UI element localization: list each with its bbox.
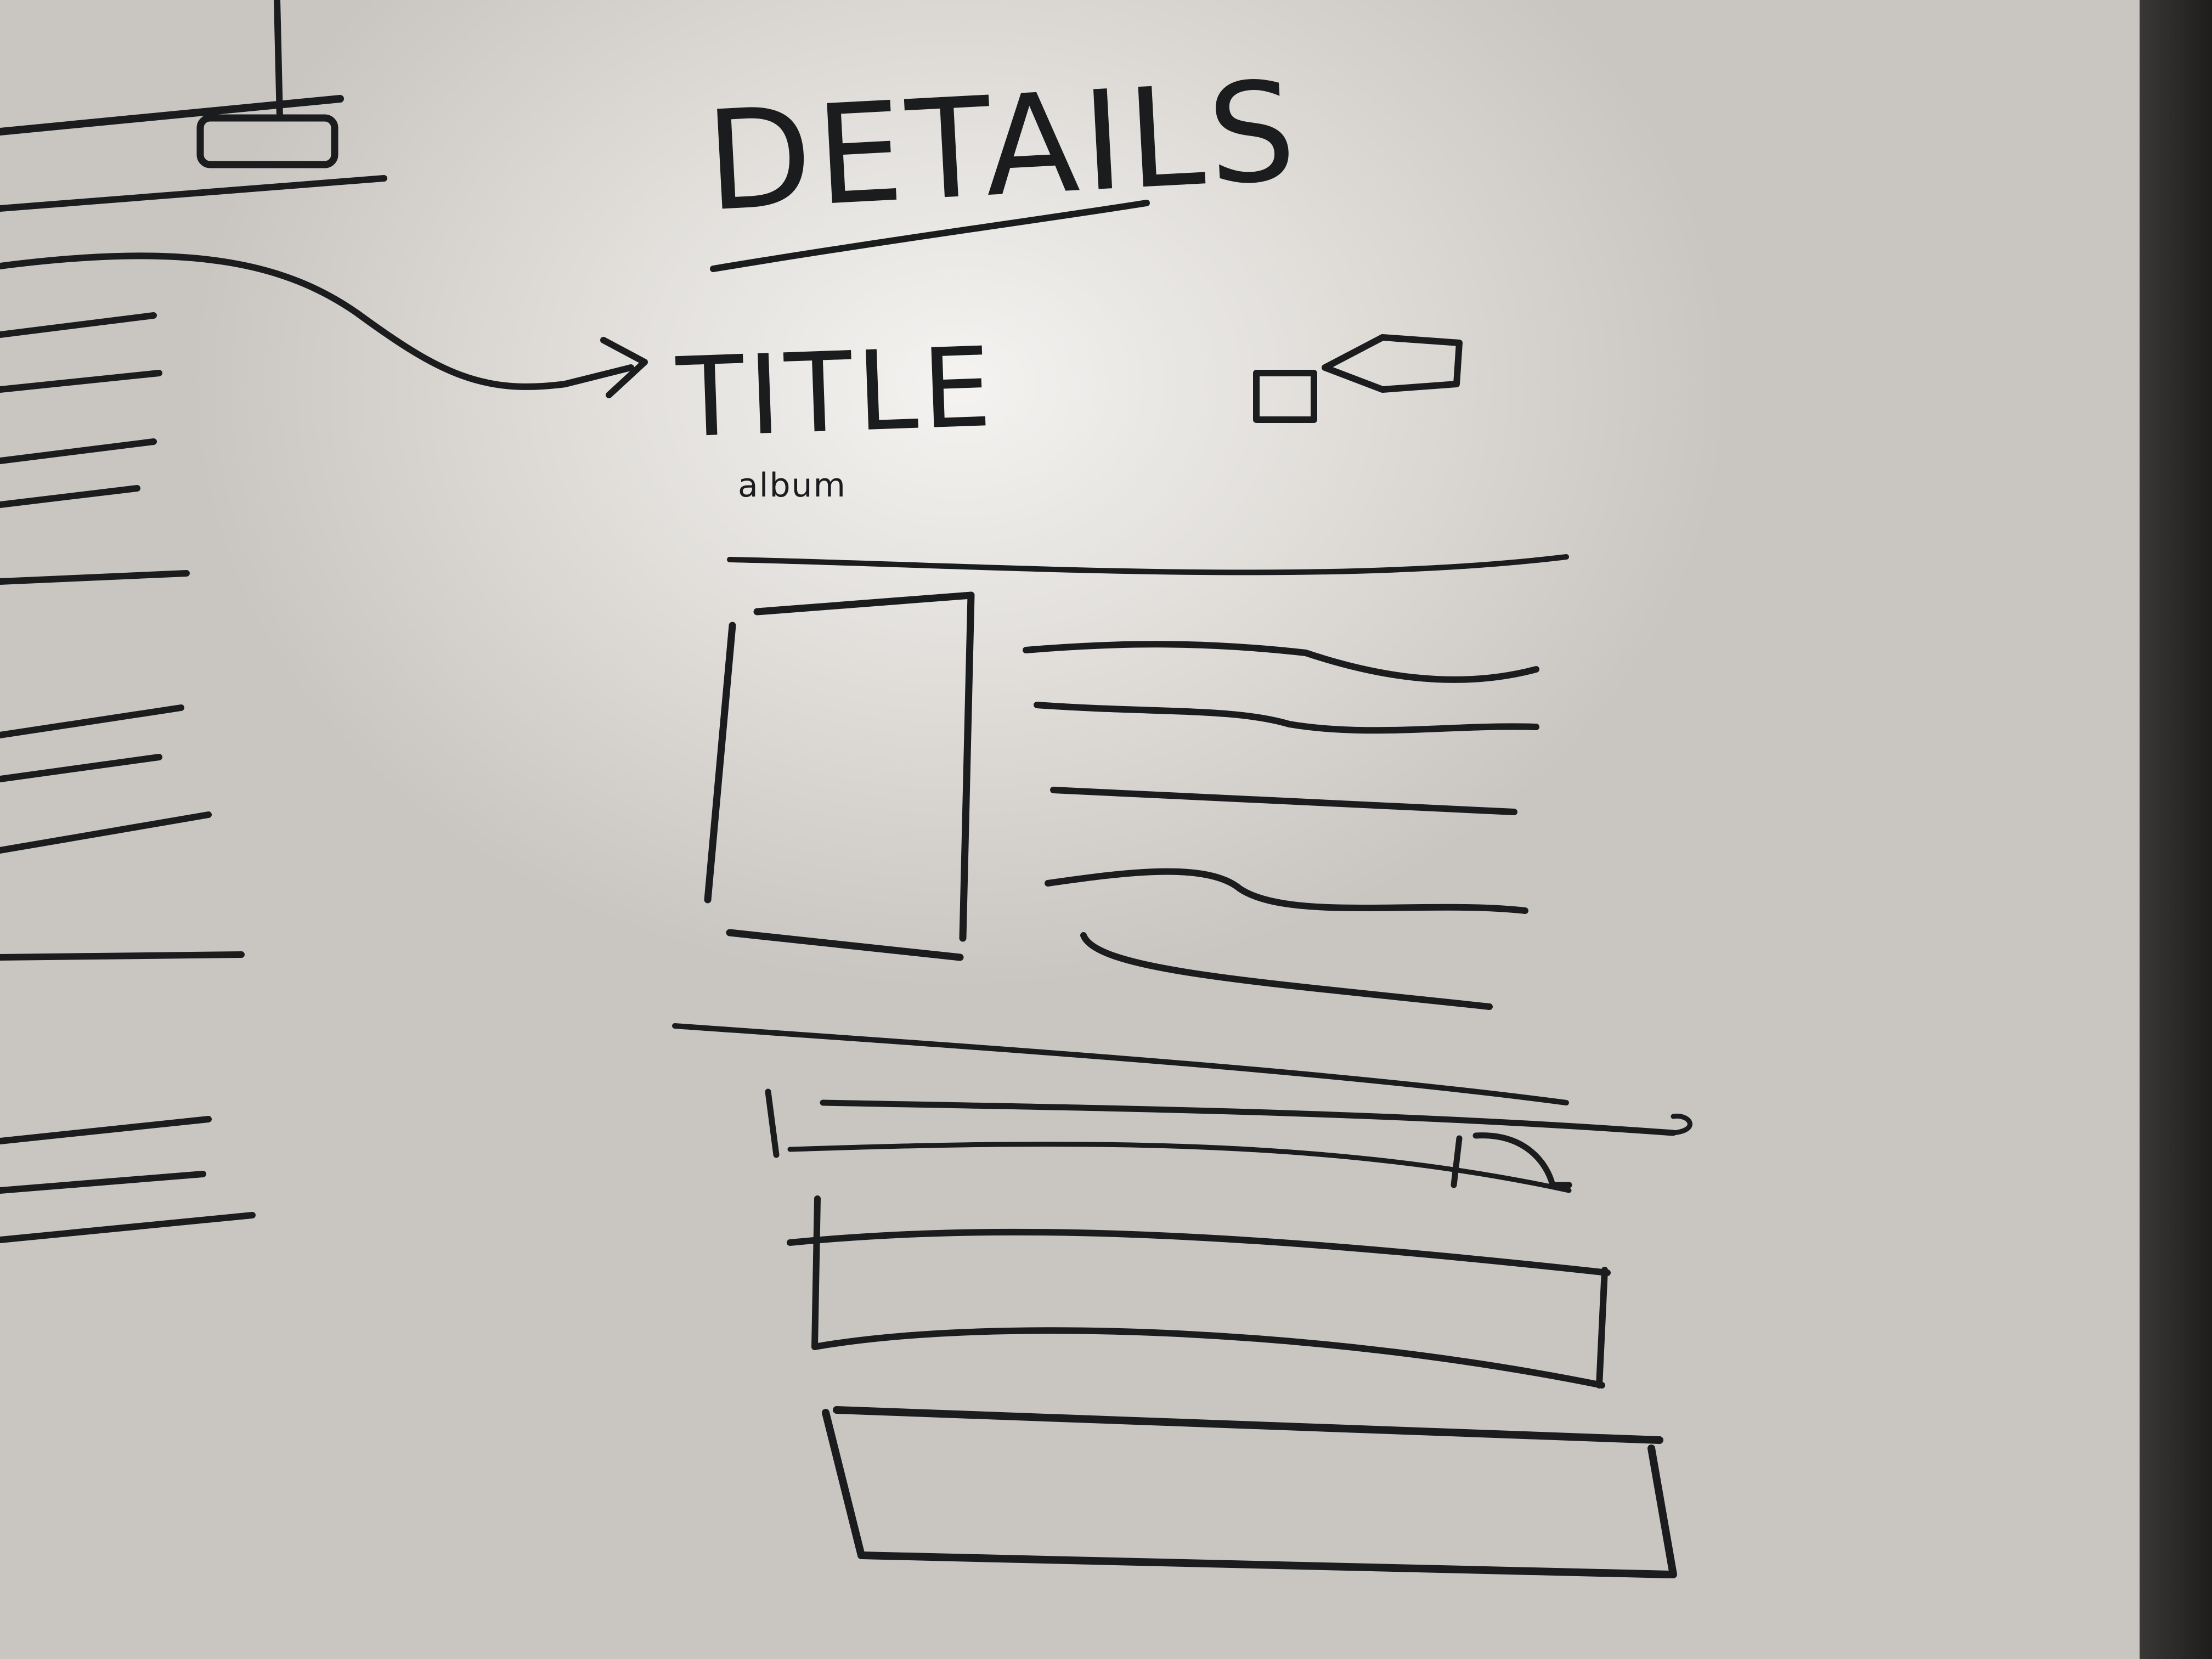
- navigation-arrowhead: [600, 337, 648, 398]
- left-list-lines: [0, 312, 256, 1243]
- left-list-handle-icon: [196, 0, 338, 168]
- album-subtitle: album: [738, 466, 847, 505]
- section-divider: [672, 1023, 1569, 1105]
- whiteboard-frame-edge: [2140, 0, 2212, 1659]
- slider-thumb-icon: [1451, 1132, 1572, 1188]
- view-toggle-icon: [1253, 334, 1463, 423]
- secondary-button-placeholder: [822, 1406, 1677, 1578]
- navigation-arrow: [0, 252, 634, 390]
- album-info-lines: [1023, 641, 1539, 1010]
- heading-underline: [710, 200, 1150, 272]
- primary-button-placeholder: [787, 1195, 1611, 1389]
- whiteboard: [0, 0, 2140, 1659]
- left-header-divider: [0, 95, 387, 212]
- album-cover-placeholder: [704, 591, 975, 961]
- header-divider: [727, 554, 1569, 575]
